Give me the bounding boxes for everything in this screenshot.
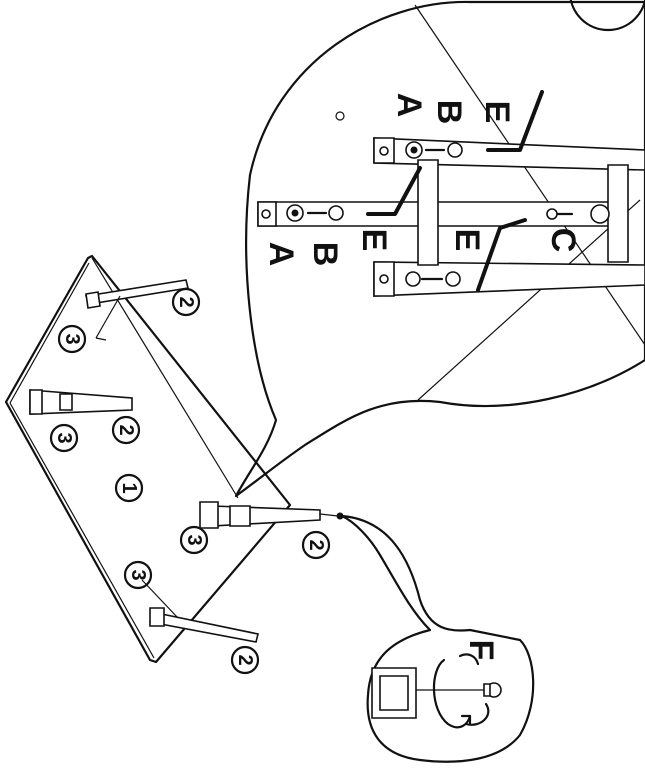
number-leg-top: 2: [175, 296, 197, 307]
label-a-lower: A: [262, 242, 300, 267]
callout-brace-middle: 3: [49, 423, 79, 453]
label-b-lower: B: [306, 242, 344, 267]
callout-leg-center: 2: [301, 530, 331, 560]
tabletop: [4, 254, 292, 664]
callout-leg-middle: 2: [111, 415, 141, 445]
number-tabletop: 1: [118, 482, 140, 493]
leveler-detail-callout: F: [340, 514, 535, 763]
leg-center: [199, 501, 344, 529]
number-brace-top: 3: [61, 333, 83, 344]
number-brace-bottom: 3: [127, 569, 149, 580]
number-leg-bottom: 2: [234, 654, 256, 665]
callout-leg-bottom: 2: [230, 645, 260, 675]
magnified-detail-callout: E B A C E E B A: [234, 0, 645, 498]
number-leg-middle: 2: [115, 424, 137, 435]
callout-brace-bottom: 3: [123, 560, 153, 590]
label-a-upper: A: [390, 93, 428, 118]
label-f: F: [462, 640, 500, 661]
label-e-upper: E: [478, 101, 516, 124]
number-brace-middle: 3: [53, 432, 75, 443]
label-e-lower: E: [355, 229, 393, 252]
label-e-right: E: [448, 229, 486, 252]
corner-step-circle: [569, 0, 645, 32]
label-c: C: [544, 228, 582, 253]
number-brace-center: 3: [183, 534, 205, 545]
callout-tabletop: 1: [114, 473, 144, 503]
number-leg-center: 2: [305, 539, 327, 550]
callout-brace-center: 3: [179, 525, 209, 555]
label-b-upper: B: [430, 100, 468, 125]
leg-middle: [29, 389, 133, 415]
leg-top: [84, 279, 189, 341]
leg-bottom: [141, 579, 259, 643]
callout-leg-top: 2: [171, 287, 201, 317]
callout-brace-top: 3: [57, 324, 87, 354]
